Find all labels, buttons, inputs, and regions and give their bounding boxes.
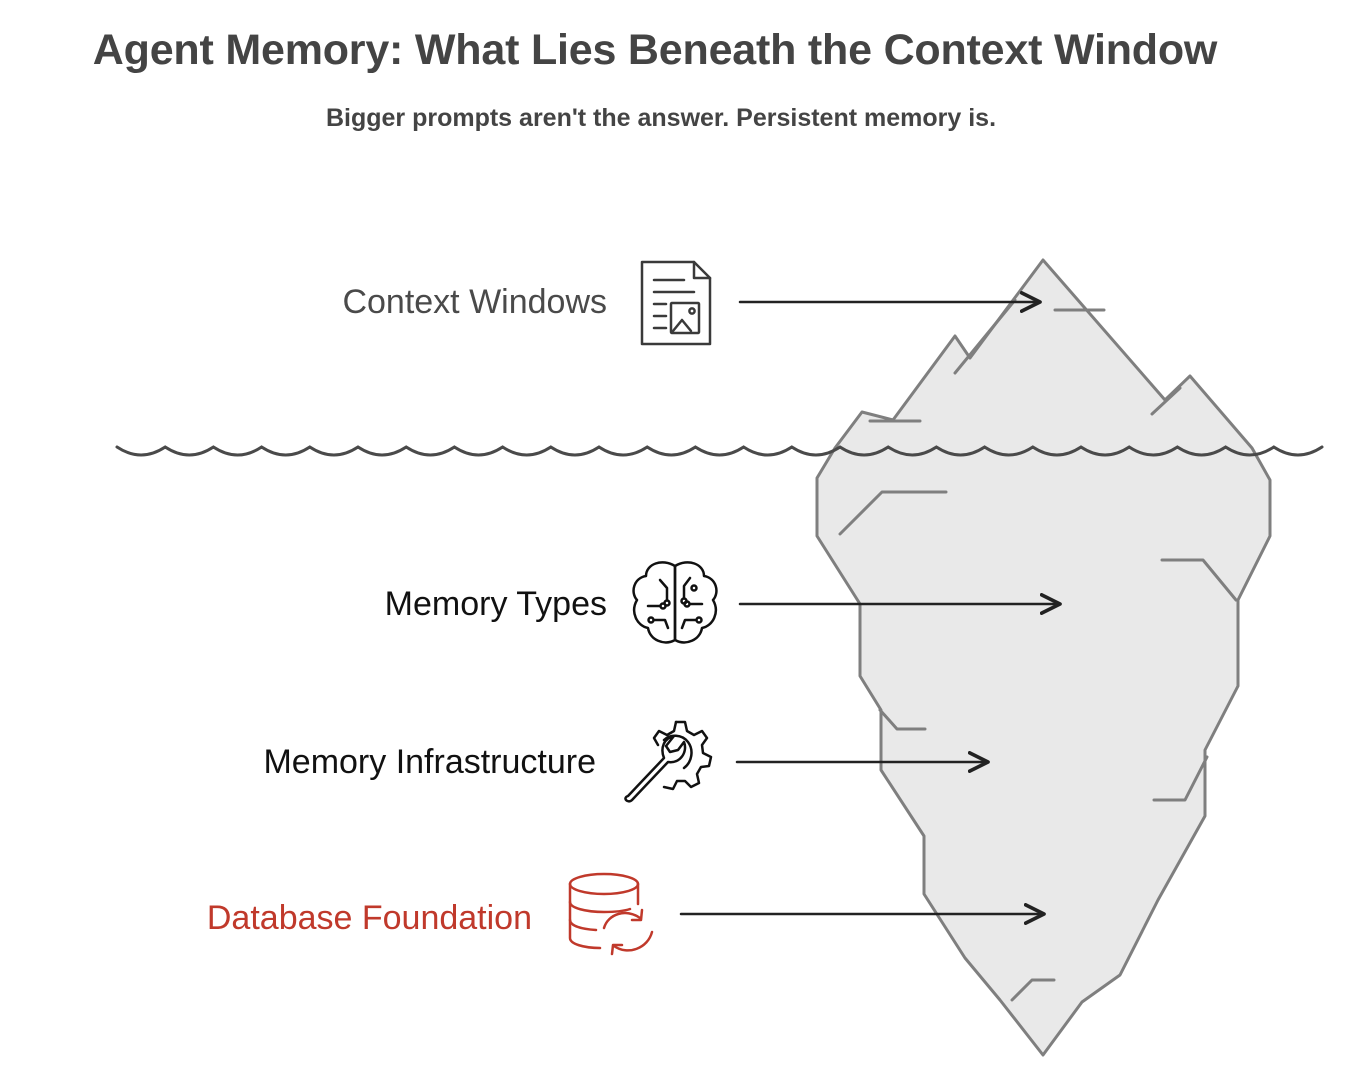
label-memory-types: Memory Types [384, 585, 607, 623]
water-surface [115, 445, 1324, 457]
iceberg-shape [815, 258, 1272, 1057]
brain-circuit-icon [632, 561, 718, 644]
label-memory-infrastructure: Memory Infrastructure [263, 743, 596, 781]
database-sync-icon [568, 872, 654, 956]
iceberg-cracks [838, 298, 1238, 1002]
water-line [115, 445, 1324, 457]
layer-arrows [679, 291, 1062, 925]
iceberg [815, 258, 1272, 1057]
gear-wrench-icon [624, 720, 713, 803]
diagram-title: Agent Memory: What Lies Beneath the Cont… [92, 26, 1218, 74]
diagram-subtitle: Bigger prompts aren't the answer. Persis… [325, 104, 997, 132]
document-image-icon [640, 260, 712, 346]
label-context-windows: Context Windows [342, 283, 607, 321]
label-database-foundation: Database Foundation [206, 899, 532, 937]
